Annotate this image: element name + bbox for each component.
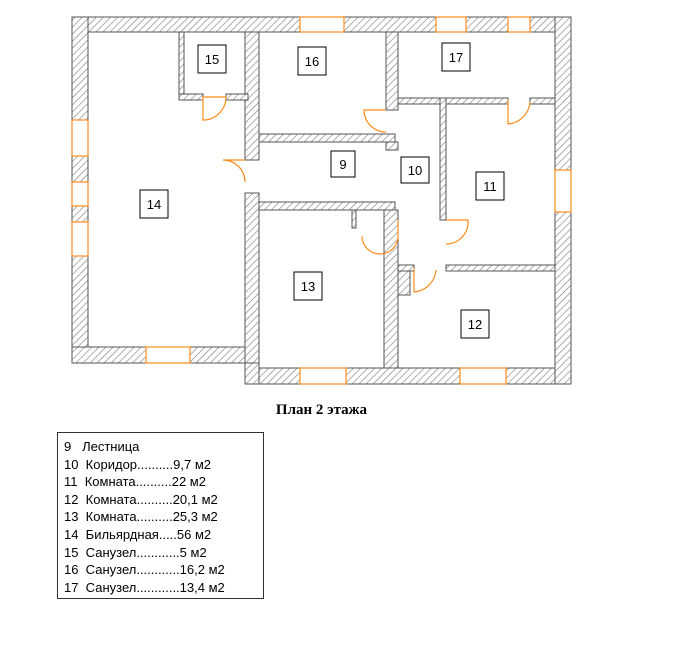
room-label-17: 17 xyxy=(449,50,463,65)
room-label-13: 13 xyxy=(301,279,315,294)
room-labels: 15 16 17 9 10 11 14 13 12 xyxy=(139,42,505,339)
room-label-12: 12 xyxy=(468,317,482,332)
room-label-11: 11 xyxy=(483,179,497,194)
room-label-14: 14 xyxy=(147,197,161,212)
legend-row: 17 Санузел............13,4 м2 xyxy=(64,579,225,595)
legend-row: 11 Комната..........22 м2 xyxy=(64,474,206,490)
plan-title: План 2 этажа xyxy=(275,402,368,418)
room-label-10: 10 xyxy=(408,163,422,178)
windows xyxy=(71,16,572,385)
legend-row: 13 Комната..........25,3 м2 xyxy=(64,509,218,525)
legend-row: 16 Санузел............16,2 м2 xyxy=(64,562,225,578)
room-legend: 9 Лестница 10 Коридор..........9,7 м2 11… xyxy=(57,432,264,599)
room-label-15: 15 xyxy=(205,52,219,67)
interior-walls xyxy=(178,31,556,369)
legend-row: 9 Лестница xyxy=(64,439,140,454)
room-label-16: 16 xyxy=(305,54,319,69)
legend-row: 15 Санузел............5 м2 xyxy=(64,544,207,560)
legend-row: 10 Коридор..........9,7 м2 xyxy=(64,456,211,472)
floor-plan: 15 16 17 9 10 11 14 13 12 xyxy=(71,16,572,385)
legend-row: 14 Бильярдная.....56 м2 xyxy=(64,526,212,542)
room-label-9: 9 xyxy=(339,157,346,172)
legend-row: 12 Комната..........20,1 м2 xyxy=(64,491,218,507)
doors xyxy=(202,96,531,293)
